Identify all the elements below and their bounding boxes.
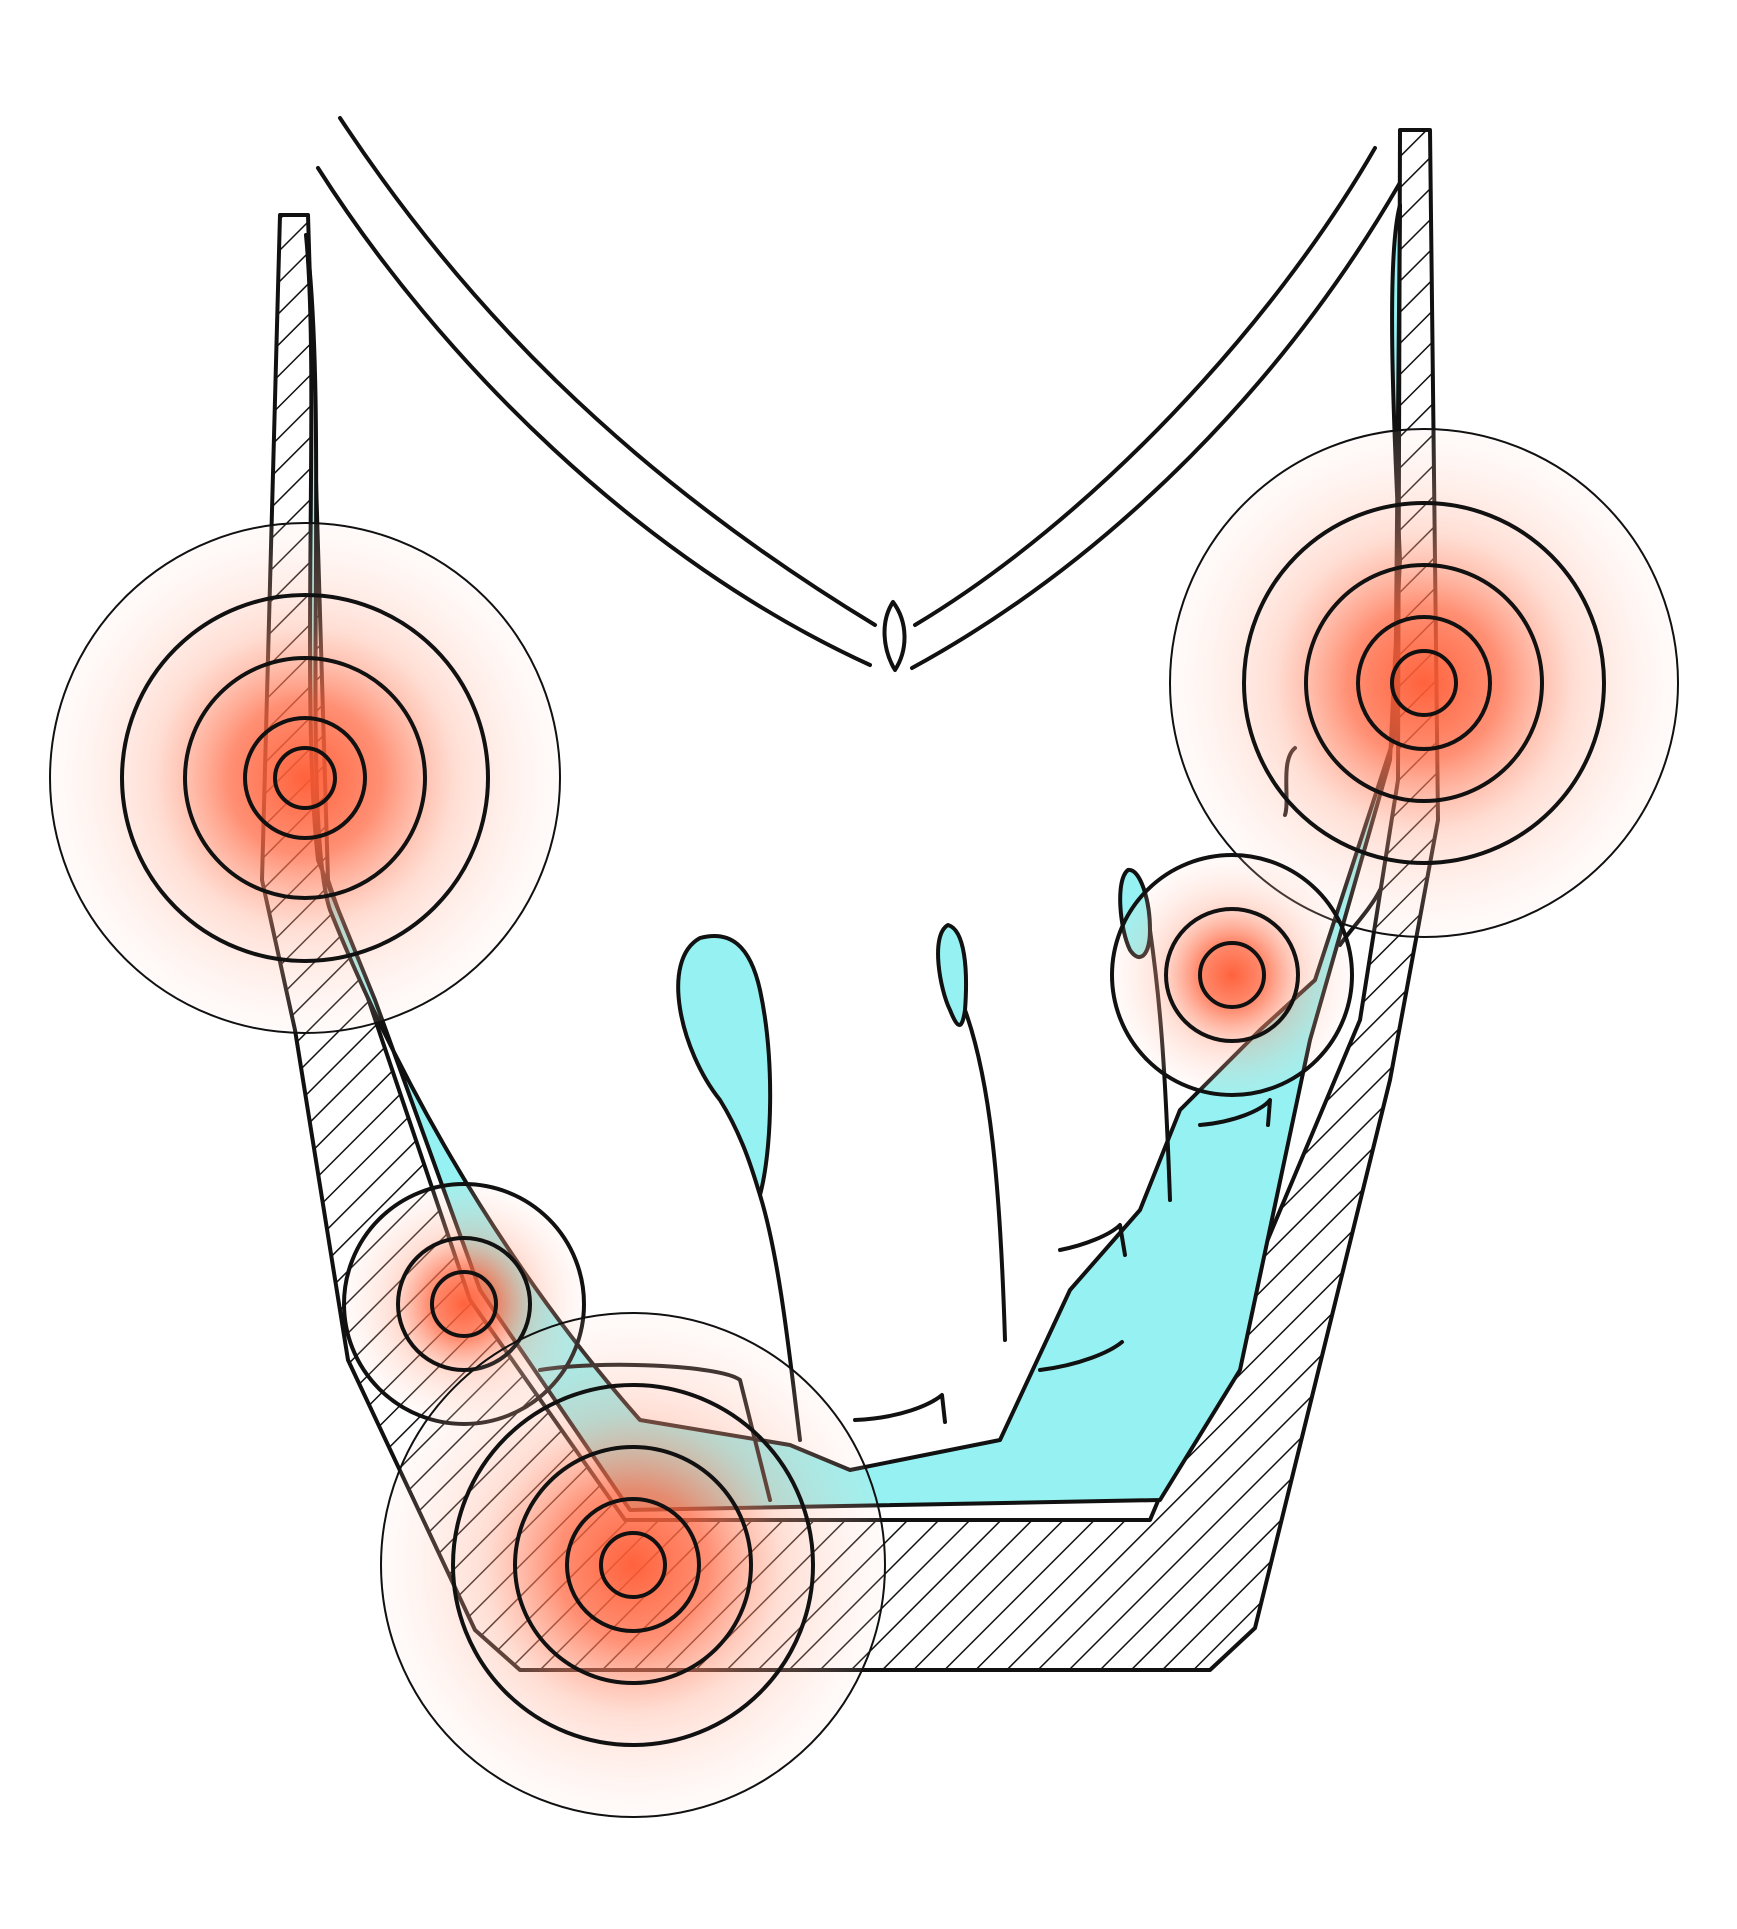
center-notch (882, 600, 907, 672)
pain-point-right-upper (1169, 428, 1679, 938)
upper-tissue-outline (316, 116, 1412, 672)
pain-indicators (49, 428, 1679, 1818)
pain-point-right-middle (1110, 853, 1354, 1097)
fluid-lobes (676, 868, 1152, 1197)
pain-point-bottom-left (380, 1312, 886, 1818)
pain-point-left-upper (49, 522, 561, 1034)
